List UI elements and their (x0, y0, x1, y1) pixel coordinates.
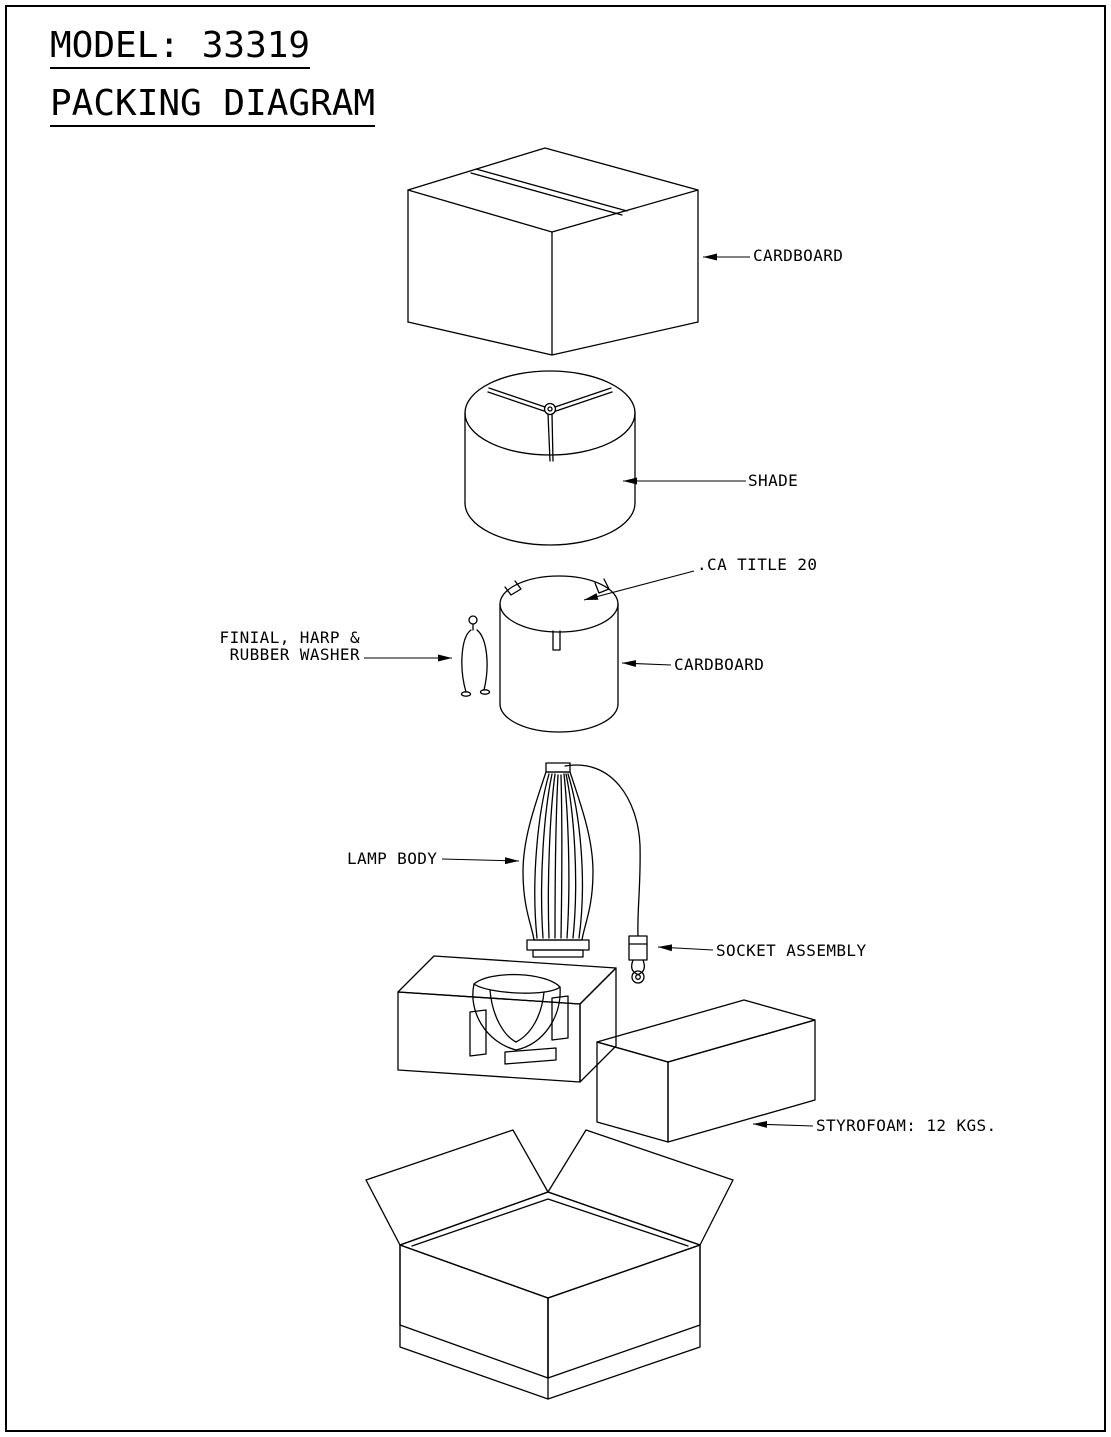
finial-harp-drawing (460, 615, 491, 697)
styrofoam-left-drawing (397, 955, 617, 1083)
top-cardboard-box-drawing (407, 147, 699, 356)
label-lamp-body: LAMP BODY (347, 849, 438, 868)
lamp-body-drawing (522, 762, 594, 958)
page-title-model: MODEL: 33319 (50, 28, 311, 69)
shade-drawing (464, 370, 636, 546)
page-title-diagram: PACKING DIAGRAM (50, 86, 376, 127)
label-ca-title-20: .CA TITLE 20 (697, 555, 818, 574)
leader-lines (364, 253, 814, 1128)
label-socket-assembly: SOCKET ASSEMBLY (716, 941, 867, 960)
label-cardboard-tube: CARDBOARD (674, 655, 765, 674)
label-styrofoam: STYROFOAM: 12 KGS. (816, 1116, 997, 1135)
label-cardboard-top: CARDBOARD (753, 246, 844, 265)
socket-assembly-drawing (564, 764, 648, 984)
cardboard-tube-drawing (499, 575, 619, 733)
label-finial-line1: FINIAL, HARP & (219, 628, 360, 647)
label-shade: SHADE (748, 471, 799, 490)
page-border (5, 5, 1106, 1432)
bottom-carton-drawing (365, 1129, 734, 1400)
label-finial-harp-washer: FINIAL, HARP & RUBBER WASHER (198, 629, 360, 663)
styrofoam-right-drawing (596, 999, 816, 1143)
label-finial-line2: RUBBER WASHER (229, 645, 360, 664)
